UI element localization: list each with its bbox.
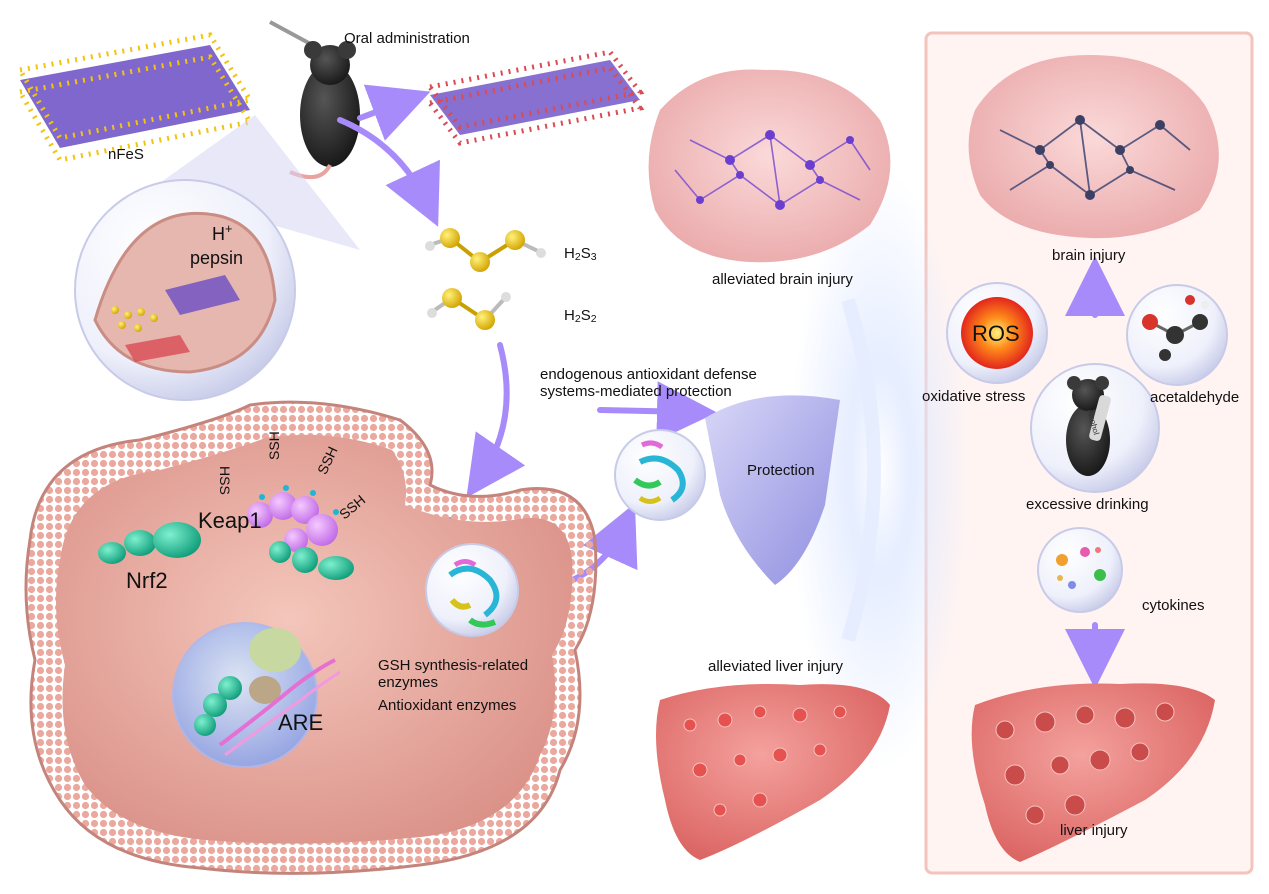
h2s2-n1: 2: [574, 313, 581, 325]
alleviated-liver-label: alleviated liver injury: [708, 658, 844, 675]
pepsin-label: pepsin: [190, 248, 244, 268]
nrf2-label: Nrf2: [126, 568, 168, 593]
stomach-sulfur-chain: [111, 306, 158, 332]
sulfhydration-tag: HSS: [217, 466, 233, 495]
nfes-label: nFeS: [108, 146, 144, 163]
nrf2-protein: [98, 522, 201, 564]
zoom-cone: [150, 115, 360, 250]
gsh-enzymes-label: GSH synthesis-related enzymes: [378, 657, 529, 692]
h2s3-base: H: [564, 245, 575, 262]
glow-arc: [841, 297, 881, 643]
oxidative-stress-label: oxidative stress: [922, 388, 1026, 405]
h2s3-mid: S: [580, 245, 591, 262]
alleviated-brain-label: alleviated brain injury: [712, 271, 853, 288]
acetaldehyde-label: acetaldehyde: [1150, 389, 1240, 406]
liver-injured: [971, 683, 1215, 862]
defense-pathway-label: endogenous antioxidant defense systems-m…: [540, 366, 757, 401]
sulfhydration-tag: SSH: [266, 431, 282, 460]
ros-label: ROS: [972, 321, 1020, 346]
h2s3-label: H2S3: [564, 245, 597, 263]
brain-alleviated: [648, 69, 891, 263]
acetaldehyde-molecule: [1142, 295, 1209, 361]
oral-administration-label: Oral administration: [344, 30, 470, 47]
proton-symbol: H: [212, 224, 225, 244]
h2s3-molecule: [425, 228, 546, 272]
nucleus: [172, 622, 341, 768]
ros-burst: [961, 297, 1033, 369]
stomach-oxidized: [125, 335, 190, 362]
proton-charge: +: [225, 222, 233, 236]
protection-shield: [705, 395, 840, 585]
cytokines-label: cytokines: [1142, 597, 1205, 614]
are-label: ARE: [278, 710, 324, 735]
enzyme-vesicle-out: [614, 429, 706, 521]
enzyme-vesicle-cell: [425, 543, 519, 637]
h2s2-mid: S: [580, 307, 591, 324]
cytokine-particles: [1056, 547, 1106, 589]
keap1-label: Keap1: [198, 508, 262, 533]
liver-alleviated: [656, 684, 890, 860]
proton-label: H+: [212, 222, 232, 245]
nfes-nanosheet: [16, 32, 255, 163]
shield-label: Protection: [747, 462, 815, 479]
h2s2-n2: 2: [590, 313, 597, 325]
h2s3-n2: 3: [590, 251, 597, 263]
h2s2-label: H2S2: [564, 307, 597, 325]
keap1-protein: [247, 485, 354, 580]
h2s3-n1: 2: [574, 251, 581, 263]
stomach-nfes: [165, 275, 240, 315]
liver-injury-label: liver injury: [1060, 822, 1128, 839]
mouse-oral-dose: [269, 20, 360, 180]
antioxidant-enzymes-label: Antioxidant enzymes: [378, 697, 517, 714]
drunk-mouse: [1066, 376, 1111, 476]
oxidized-nanosheet: [425, 49, 645, 146]
h2s2-molecule: [427, 288, 511, 330]
excessive-drinking-label: excessive drinking: [1026, 496, 1149, 513]
cytokine-bubble: [1037, 527, 1123, 613]
brain-injured: [968, 55, 1219, 239]
brain-injury-label: brain injury: [1052, 247, 1126, 264]
h2s2-base: H: [564, 307, 575, 324]
